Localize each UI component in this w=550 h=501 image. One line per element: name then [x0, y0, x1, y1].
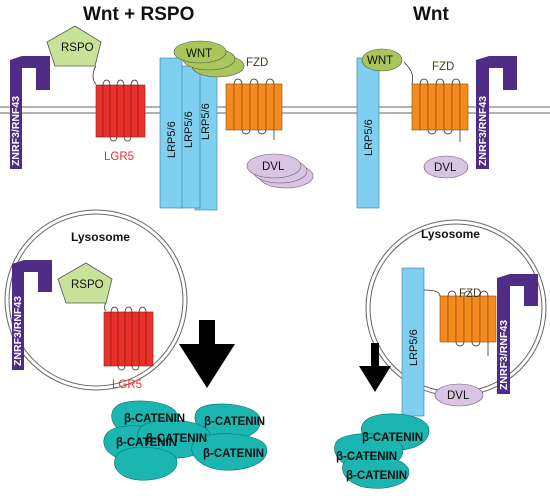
- lgr5-receptor-top: LGR5: [92, 65, 146, 163]
- fzd-receptor-top-right: FZD: [403, 61, 469, 142]
- znrf3-label: ZNRF3/RNF43: [10, 96, 22, 166]
- lgr5-receptor-lysosome: LGR5: [103, 302, 154, 391]
- large-down-arrow: [179, 320, 235, 388]
- fzd-label: FZD: [459, 288, 481, 300]
- lrp-coreceptor-top-right: LRP5/6: [356, 57, 380, 209]
- beta-catenin-label: β-CATENIN: [362, 432, 423, 444]
- lgr5-label: LGR5: [104, 151, 134, 163]
- znrf3-label: ZNRF3/RNF43: [477, 96, 489, 166]
- lrp-label: LRP5/6: [200, 103, 212, 140]
- fzd-receptor-top-left: FZD: [225, 57, 283, 140]
- rspo-ligand-top: RSPO: [46, 25, 102, 67]
- lysosome-label: Lysosome: [71, 230, 130, 244]
- lrp-label: LRP5/6: [408, 329, 420, 366]
- dvl-lysosome: DVL: [434, 383, 484, 407]
- dvl-label: DVL: [447, 390, 470, 402]
- dvl-label: DVL: [434, 162, 457, 174]
- lysosome-label: Lysosome: [421, 227, 480, 241]
- znrf3-receptor-top-left: ZNRF3/RNF43: [10, 56, 50, 169]
- beta-catenin-label: β-CATENIN: [146, 433, 207, 445]
- znrf3-receptor-top-right: ZNRF3/RNF43: [476, 56, 517, 169]
- dvl-top-right: DVL: [423, 155, 469, 179]
- beta-catenin-label: β-CATENIN: [346, 470, 407, 482]
- lrp-coreceptor-stack-top-left: LRP5/6 LRP5/6 LRP5/6: [159, 57, 218, 211]
- wnt-ligand-stack-top-left: WNT: [173, 40, 245, 78]
- heading-wnt: Wnt: [413, 4, 450, 25]
- lysosome-left: Lysosome: [4, 209, 188, 391]
- beta-catenin-label: β-CATENIN: [116, 437, 177, 449]
- lrp-label: LRP5/6: [363, 119, 375, 156]
- dvl-label: DVL: [262, 161, 285, 173]
- lgr5-label: LGR5: [112, 379, 142, 391]
- fzd-label: FZD: [432, 61, 454, 73]
- rspo-label: RSPO: [61, 42, 94, 54]
- fzd-label: FZD: [246, 57, 268, 69]
- rspo-ligand-lysosome: RSPO: [57, 262, 113, 304]
- small-down-arrow: [359, 343, 391, 392]
- wnt-ligand-top-right: WNT: [361, 48, 403, 72]
- rspo-label: RSPO: [71, 279, 104, 291]
- beta-catenin-cluster-right: β-CATENIN β-CATENIN β-CATENIN: [334, 413, 430, 489]
- beta-catenin-label: β-CATENIN: [203, 448, 264, 460]
- znrf3-receptor-lysosome-left: ZNRF3/RNF43: [12, 260, 52, 370]
- beta-catenin-label: β-CATENIN: [204, 416, 265, 428]
- znrf3-label: ZNRF3/RNF43: [498, 320, 510, 390]
- wnt-label: WNT: [186, 48, 212, 60]
- wnt-label: WNT: [367, 55, 393, 67]
- dvl-stack-top-left: DVL: [246, 153, 314, 189]
- lrp-label: LRP5/6: [166, 121, 178, 158]
- beta-catenin-label: β-CATENIN: [124, 413, 185, 425]
- lrp-label: LRP5/6: [183, 111, 195, 148]
- znrf3-receptor-lysosome-right: ZNRF3/RNF43: [497, 274, 538, 394]
- lrp-coreceptor-lysosome: LRP5/6: [401, 267, 425, 417]
- heading-wnt-rspo: Wnt + RSPO: [83, 4, 194, 25]
- beta-catenin-cluster-left: β-CATENIN β-CATENIN β-CATENIN β-CATENIN …: [103, 400, 268, 481]
- fzd-receptor-lysosome: FZD: [423, 288, 497, 356]
- znrf3-label: ZNRF3/RNF43: [12, 296, 24, 366]
- beta-catenin-label: β-CATENIN: [336, 451, 397, 463]
